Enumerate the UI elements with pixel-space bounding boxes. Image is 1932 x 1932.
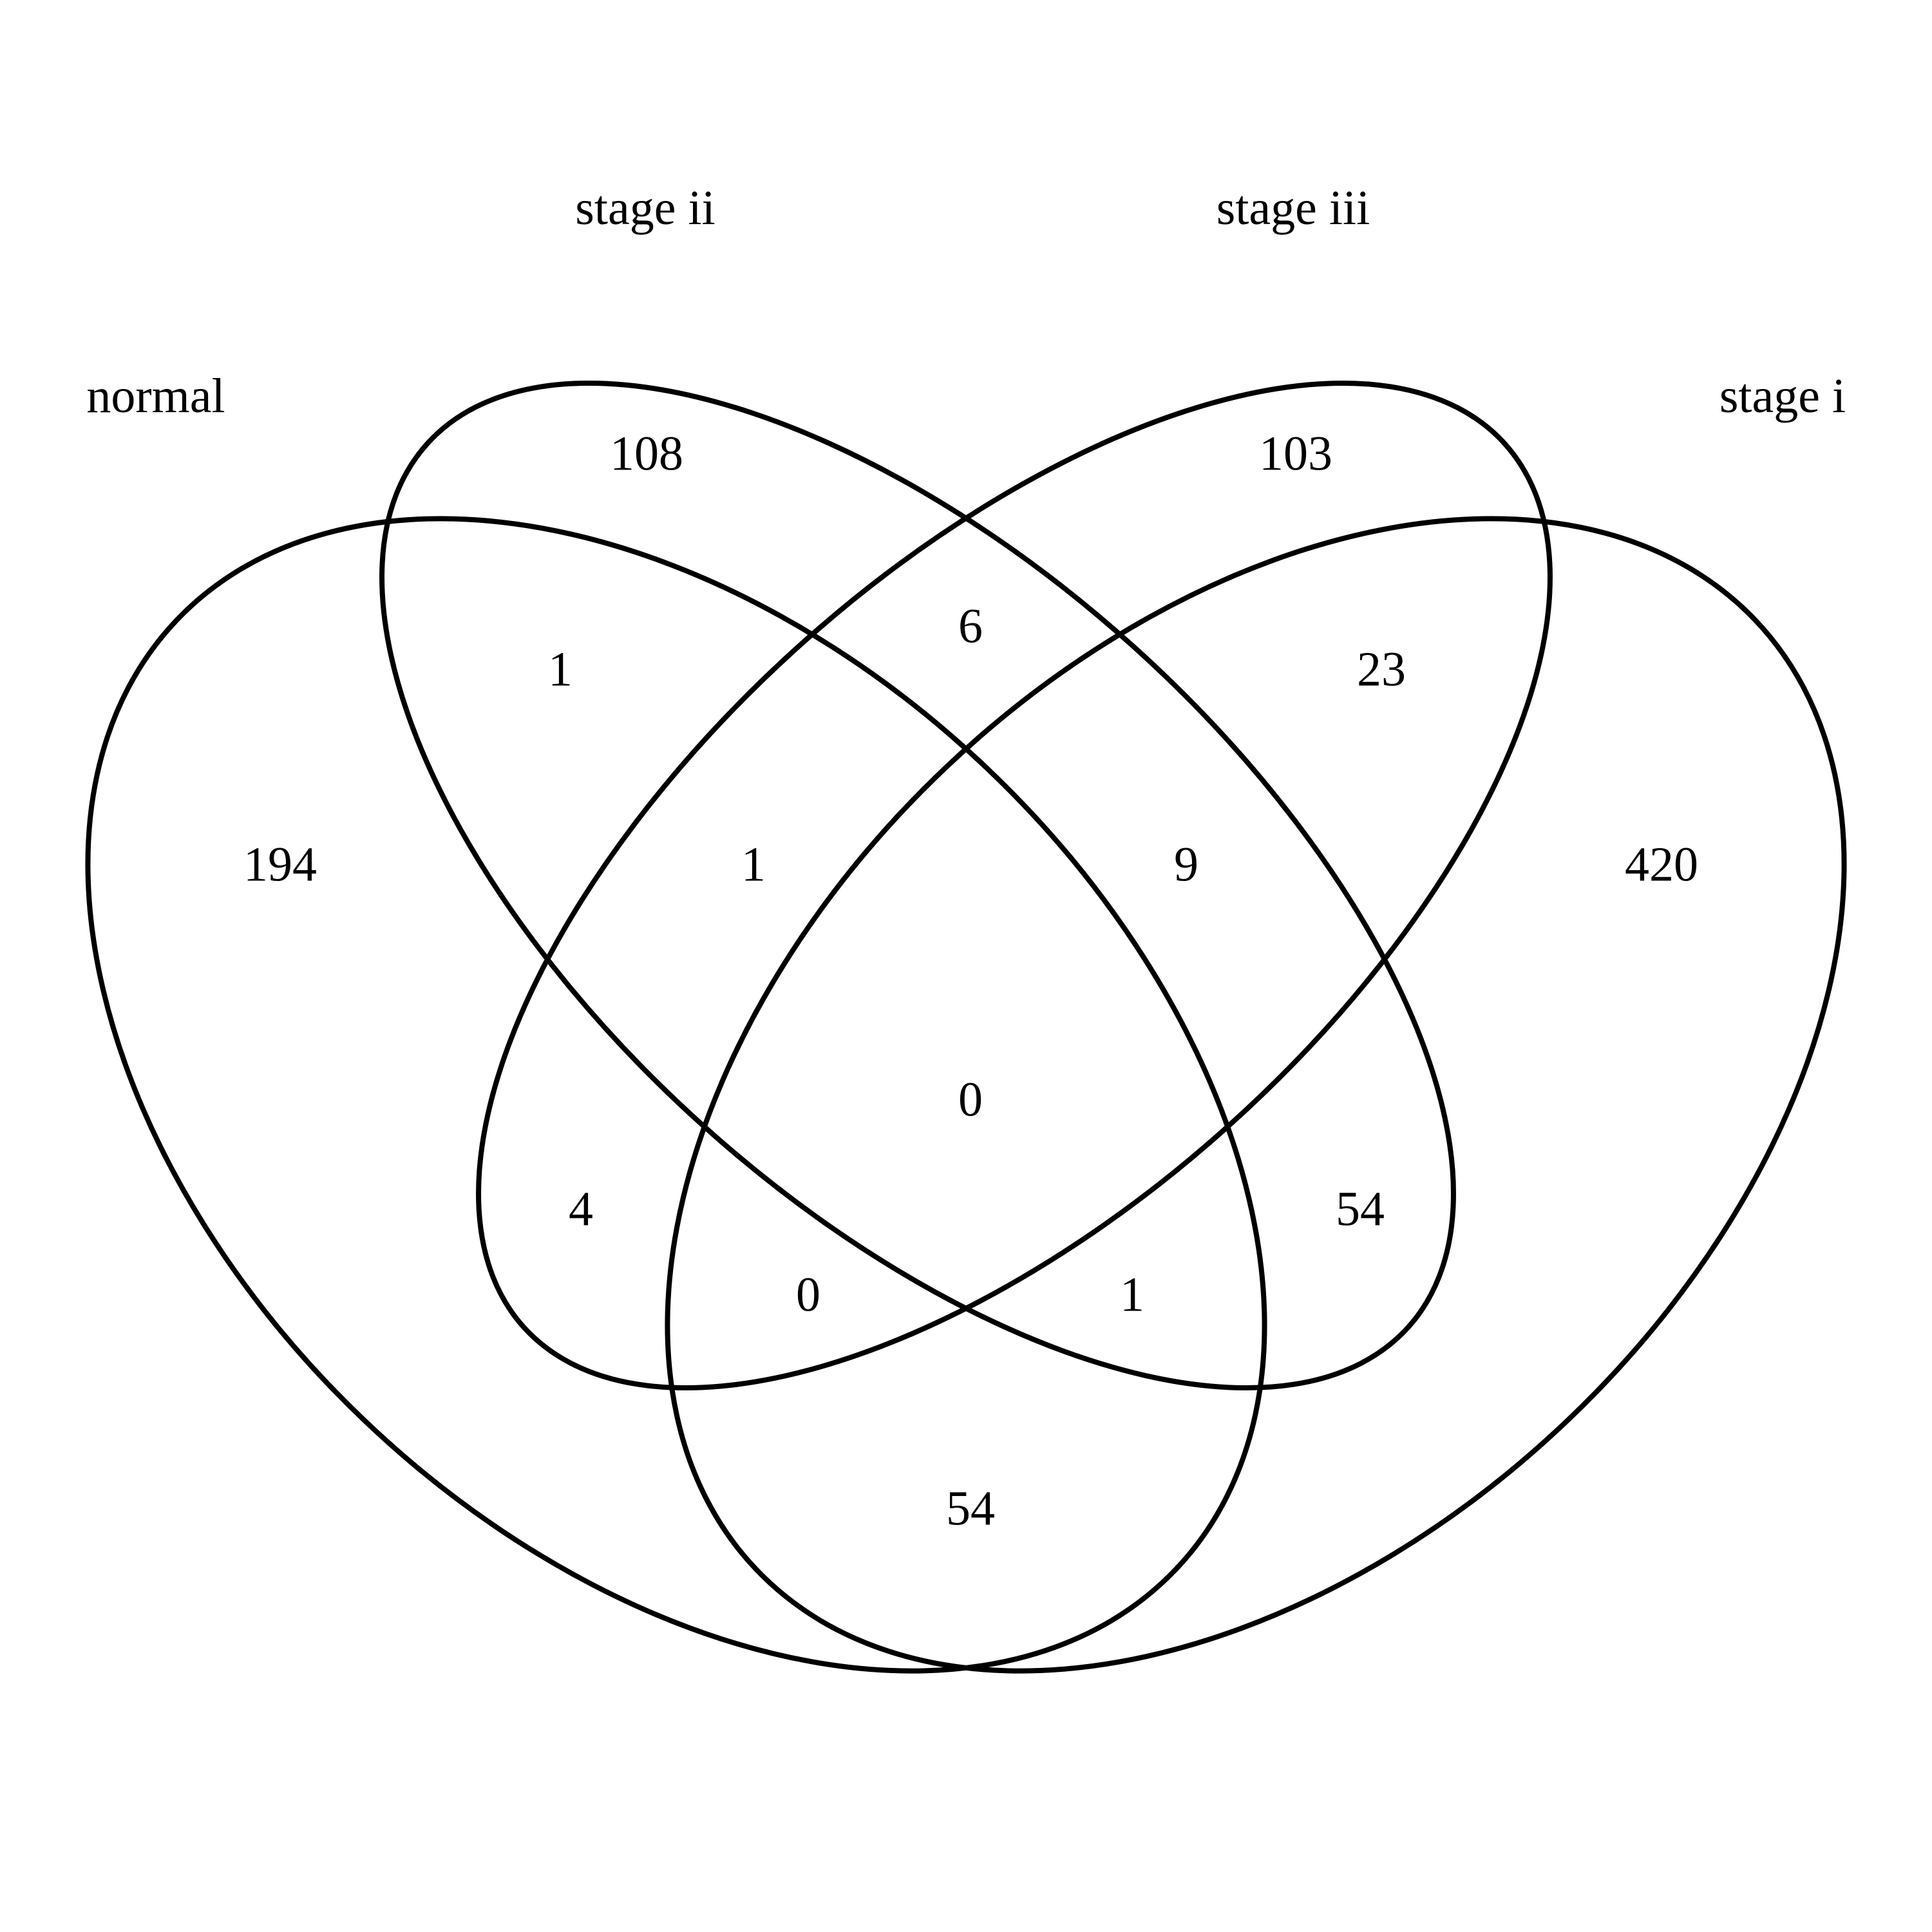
count-all-four: 0 bbox=[958, 1072, 983, 1126]
set-label-normal: normal bbox=[86, 369, 225, 423]
count-stage-iii-stage-i: 23 bbox=[1357, 642, 1406, 696]
set-outline-stage-iii bbox=[476, 380, 1553, 1391]
count-stage-ii-stage-iii-stage-i: 9 bbox=[1174, 837, 1198, 891]
count-normal-only: 194 bbox=[243, 837, 317, 891]
set-outline-stage-ii bbox=[379, 380, 1456, 1391]
count-stage-i-only: 420 bbox=[1625, 837, 1698, 891]
count-stage-ii-only: 108 bbox=[610, 426, 683, 480]
count-normal-stage-iii-stage-i: 1 bbox=[1120, 1267, 1144, 1321]
count-stage-ii-stage-iii: 6 bbox=[958, 599, 983, 653]
count-stage-ii-stage-i: 54 bbox=[1336, 1182, 1385, 1236]
count-stage-iii-only: 103 bbox=[1259, 426, 1332, 480]
count-normal-stage-i: 54 bbox=[946, 1481, 995, 1535]
set-outline-stage-i bbox=[665, 516, 1847, 1674]
set-outline-normal bbox=[85, 516, 1267, 1674]
count-normal-stage-ii-stage-i: 0 bbox=[796, 1267, 820, 1321]
set-label-stage-i: stage i bbox=[1719, 369, 1846, 423]
set-label-stage-iii: stage iii bbox=[1217, 181, 1370, 235]
count-normal-stage-ii: 1 bbox=[548, 642, 573, 696]
set-label-stage-ii: stage ii bbox=[575, 181, 715, 235]
count-normal-stage-ii-stage-iii: 1 bbox=[741, 837, 766, 891]
count-normal-stage-iii: 4 bbox=[569, 1182, 593, 1236]
